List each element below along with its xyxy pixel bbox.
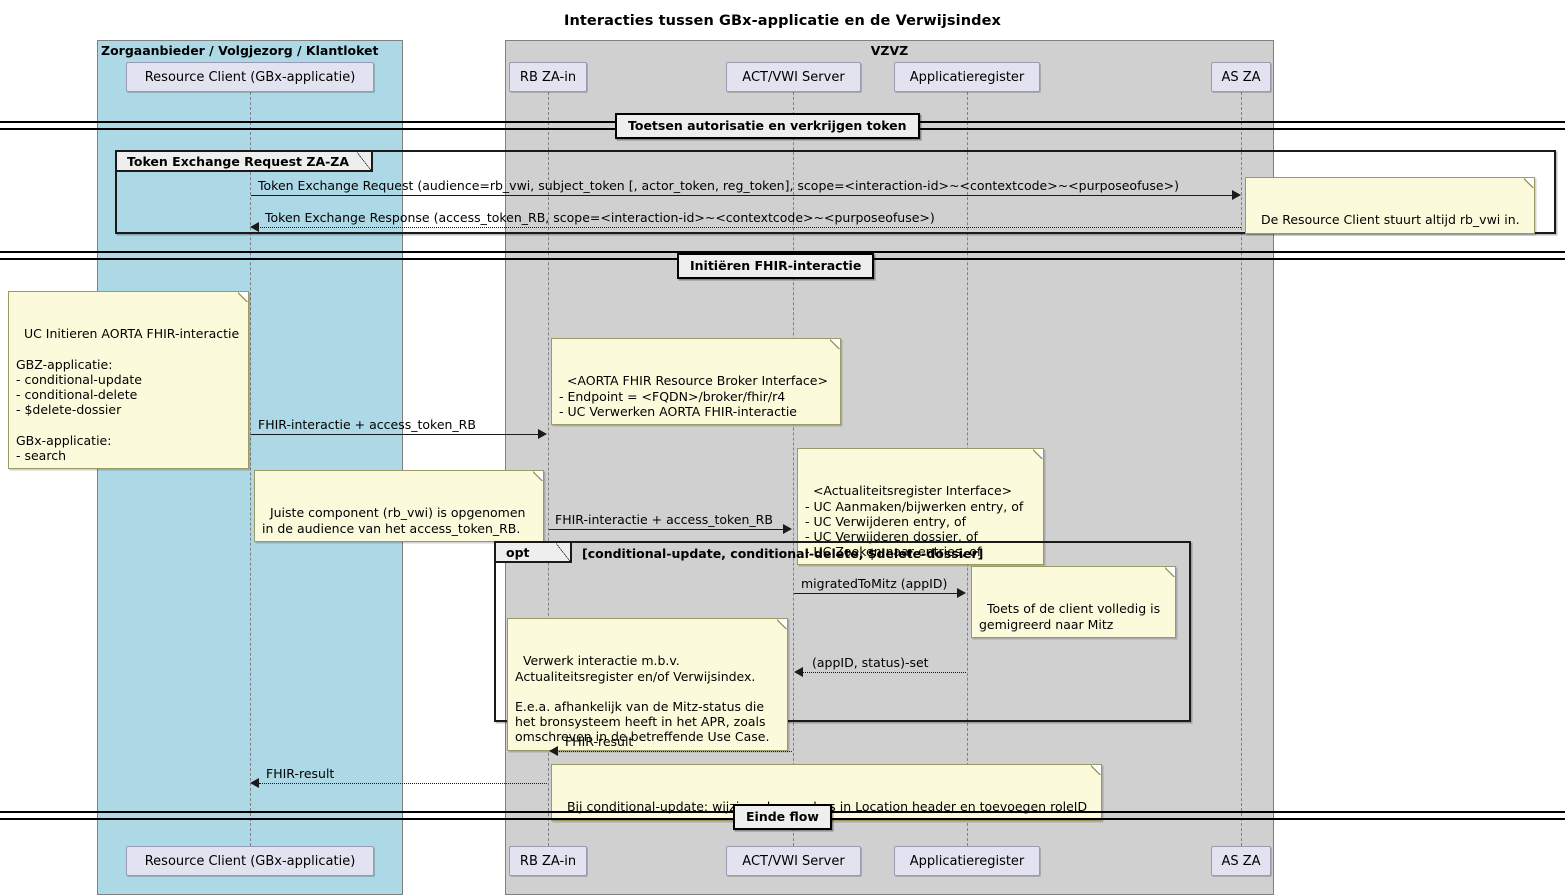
participant-as-za-bottom[interactable]: AS ZA <box>1211 846 1271 876</box>
frame-token-exchange-label: Token Exchange Request ZA-ZA <box>127 153 350 169</box>
message-line-fhir-interactie-1 <box>251 434 539 435</box>
message-arrowhead-fhir-result-2 <box>250 778 259 788</box>
message-label-fhir-interactie-1: FHIR-interactie + access_token_RB <box>258 417 476 432</box>
frame-token-exchange-tab: Token Exchange Request ZA-ZA <box>115 150 374 172</box>
message-line-token-exchange-response <box>258 227 1241 228</box>
participant-act-vwi-server-top[interactable]: ACT/VWI Server <box>726 62 861 92</box>
note-dogear-icon <box>830 338 841 349</box>
participant-rb-za-in-bottom[interactable]: RB ZA-in <box>509 846 587 876</box>
divider-einde-label: Einde flow <box>733 804 832 830</box>
group-label-zorgaanbieder: Zorgaanbieder / Volgjezorg / Klantloket <box>101 43 379 58</box>
message-label-appid-status-set: (appID, status)-set <box>812 655 929 670</box>
message-line-fhir-result-1 <box>557 751 792 752</box>
participant-as-za-top[interactable]: AS ZA <box>1211 62 1271 92</box>
note-mitz-toets: Toets of de client volledig is gemigreer… <box>971 566 1176 638</box>
note-verwerk-interactie-text: Verwerk interactie m.b.v. Actualiteitsre… <box>515 653 770 745</box>
frame-token-exchange: Token Exchange Request ZA-ZA <box>115 150 1556 234</box>
message-arrowhead-fhir-result-1 <box>549 746 558 756</box>
message-label-migrated-to-mitz: migratedToMitz (appID) <box>801 576 948 591</box>
message-line-token-exchange-request <box>251 195 1233 196</box>
divider-initieren-label: Initiëren FHIR-interactie <box>677 253 875 279</box>
participant-resource-client-bottom[interactable]: Resource Client (GBx-applicatie) <box>126 846 374 876</box>
note-uc-initieren: UC Initieren AORTA FHIR-interactie GBZ-a… <box>8 291 249 470</box>
frame-opt-tab: opt <box>494 541 572 563</box>
message-label-fhir-result-2: FHIR-result <box>266 766 335 781</box>
frame-opt-condition: [conditional-update, conditional-delete,… <box>582 546 984 561</box>
message-arrowhead-fhir-interactie-1 <box>538 429 547 439</box>
note-rb-vwi: De Resource Client stuurt altijd rb_vwi … <box>1245 177 1535 234</box>
note-dogear-icon <box>533 470 544 481</box>
message-label-token-exchange-request: Token Exchange Request (audience=rb_vwi,… <box>258 178 1179 193</box>
message-line-fhir-result-2 <box>259 783 547 784</box>
note-mitz-toets-text: Toets of de client volledig is gemigreer… <box>979 601 1161 632</box>
note-dogear-icon <box>1524 177 1535 188</box>
note-broker-interface-text: <AORTA FHIR Resource Broker Interface> -… <box>559 373 828 419</box>
note-dogear-icon <box>777 618 788 629</box>
message-line-fhir-interactie-2 <box>549 529 784 530</box>
message-line-migrated-to-mitz <box>794 593 958 594</box>
frame-corner-icon <box>357 152 372 170</box>
note-juiste-component-text: Juiste component (rb_vwi) is opgenomen i… <box>262 505 526 536</box>
lifeline-act-vwi-server <box>793 92 794 846</box>
message-arrowhead-fhir-interactie-2 <box>783 524 792 534</box>
note-uc-initieren-text: UC Initieren AORTA FHIR-interactie GBZ-a… <box>16 326 240 464</box>
group-label-vzvz: VZVZ <box>870 43 909 58</box>
message-label-token-exchange-response: Token Exchange Response (access_token_RB… <box>265 210 935 225</box>
message-arrowhead-token-exchange-response <box>250 222 259 232</box>
participant-applicatieregister-top[interactable]: Applicatieregister <box>894 62 1040 92</box>
frame-opt-block: opt [conditional-update, conditional-del… <box>494 541 1191 722</box>
frame-opt-label: opt <box>506 544 530 560</box>
message-arrowhead-token-exchange-request <box>1232 190 1241 200</box>
message-line-appid-status-set <box>802 672 966 673</box>
note-actualiteitsregister-text: <Actualiteitsregister Interface> - UC Aa… <box>805 483 1024 560</box>
note-broker-interface: <AORTA FHIR Resource Broker Interface> -… <box>551 338 841 426</box>
divider-toetsen-label: Toetsen autorisatie en verkrijgen token <box>615 113 920 139</box>
message-label-fhir-result-1: FHIR-result <box>565 734 634 749</box>
lifeline-rb-za-in <box>548 92 549 846</box>
participant-rb-za-in-top[interactable]: RB ZA-in <box>509 62 587 92</box>
participant-act-vwi-server-bottom[interactable]: ACT/VWI Server <box>726 846 861 876</box>
note-actualiteitsregister: <Actualiteitsregister Interface> - UC Aa… <box>797 448 1044 566</box>
page-title: Interacties tussen GBx-applicatie en de … <box>563 13 1002 29</box>
note-dogear-icon <box>1033 448 1044 459</box>
lifeline-resource-client <box>250 92 251 846</box>
lifeline-as-za <box>1241 92 1242 846</box>
note-verwerk-interactie: Verwerk interactie m.b.v. Actualiteitsre… <box>507 618 788 751</box>
message-label-fhir-interactie-2: FHIR-interactie + access_token_RB <box>555 512 773 527</box>
note-rb-vwi-text: De Resource Client stuurt altijd rb_vwi … <box>1260 212 1520 228</box>
note-location-header-text: Bij conditional-update: wijzigen base-ad… <box>566 799 1088 815</box>
note-dogear-icon <box>238 291 249 302</box>
frame-corner-icon <box>556 543 570 561</box>
message-arrowhead-migrated-to-mitz <box>957 588 966 598</box>
note-juiste-component: Juiste component (rb_vwi) is opgenomen i… <box>254 470 544 542</box>
message-arrowhead-appid-status-set <box>794 667 803 677</box>
participant-resource-client-top[interactable]: Resource Client (GBx-applicatie) <box>126 62 374 92</box>
participant-applicatieregister-bottom[interactable]: Applicatieregister <box>894 846 1040 876</box>
note-dogear-icon <box>1165 566 1176 577</box>
note-dogear-icon <box>1091 764 1102 775</box>
